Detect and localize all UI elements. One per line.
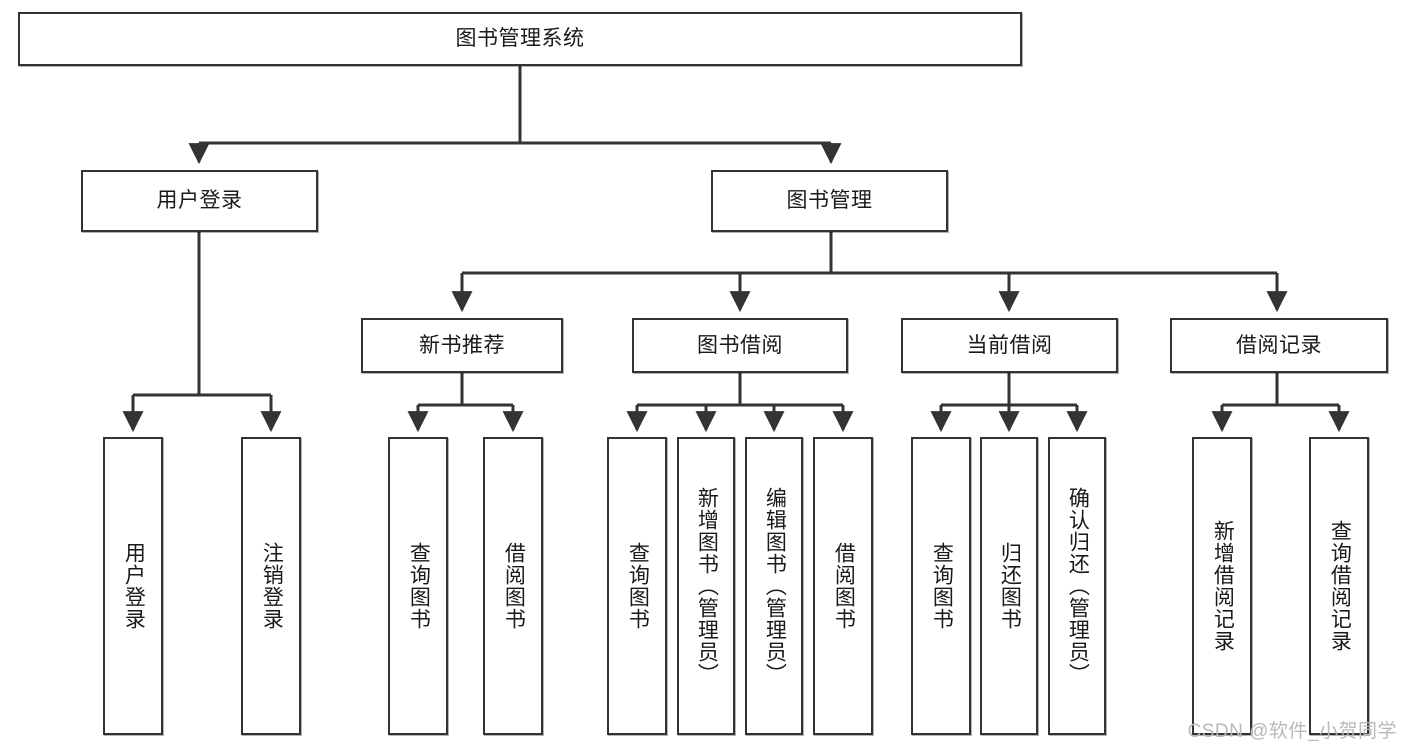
watermark: CSDN @软件_小贺同学 [1187,721,1397,742]
leaf-user-login[interactable]: 用户登录 [103,437,163,735]
node-current-borrow[interactable]: 当前借阅 [901,318,1118,373]
leaf-add-borrow-record[interactable]: 新增借阅记录 [1192,437,1252,735]
node-label: 注销登录 [260,542,284,630]
node-label: 新增图书（管理员） [695,487,719,685]
node-root[interactable]: 图书管理系统 [18,12,1022,66]
node-label: 图书管理 [786,189,873,213]
leaf-logout[interactable]: 注销登录 [241,437,301,735]
node-label: 当前借阅 [966,333,1053,357]
node-label: 确认归还（管理员） [1066,487,1090,685]
leaf-borrow-book[interactable]: 借阅图书 [813,437,873,735]
node-label: 查询图书 [407,542,431,630]
leaf-return-book[interactable]: 归还图书 [980,437,1038,735]
node-label: 新书推荐 [419,333,505,357]
leaf-add-book-admin[interactable]: 新增图书（管理员） [677,437,735,735]
node-label: 查询借阅记录 [1328,520,1352,652]
leaf-query-book-recommend[interactable]: 查询图书 [388,437,448,735]
node-book-management[interactable]: 图书管理 [711,170,948,232]
leaf-edit-book-admin[interactable]: 编辑图书（管理员） [745,437,803,735]
node-label: 用户登录 [122,542,146,630]
node-label: 借阅记录 [1236,333,1322,357]
node-user-login[interactable]: 用户登录 [81,170,318,232]
leaf-confirm-return-admin[interactable]: 确认归还（管理员） [1048,437,1106,735]
node-label: 归还图书 [998,542,1022,630]
leaf-query-book-current[interactable]: 查询图书 [911,437,971,735]
node-label: 借阅图书 [502,542,526,630]
node-label: 查询图书 [626,542,650,630]
node-label: 借阅图书 [832,542,856,630]
node-label: 图书借阅 [697,333,783,357]
node-borrow-record[interactable]: 借阅记录 [1170,318,1388,373]
node-label: 图书管理系统 [455,27,585,51]
node-label: 新增借阅记录 [1211,520,1235,652]
leaf-borrow-book-recommend[interactable]: 借阅图书 [483,437,543,735]
node-label: 用户登录 [156,189,243,213]
leaf-query-borrow-record[interactable]: 查询借阅记录 [1309,437,1369,735]
node-label: 编辑图书（管理员） [763,487,787,685]
node-label: 查询图书 [930,542,954,630]
node-new-book-recommend[interactable]: 新书推荐 [361,318,563,373]
leaf-query-book-borrow[interactable]: 查询图书 [607,437,667,735]
node-book-borrow[interactable]: 图书借阅 [632,318,848,373]
